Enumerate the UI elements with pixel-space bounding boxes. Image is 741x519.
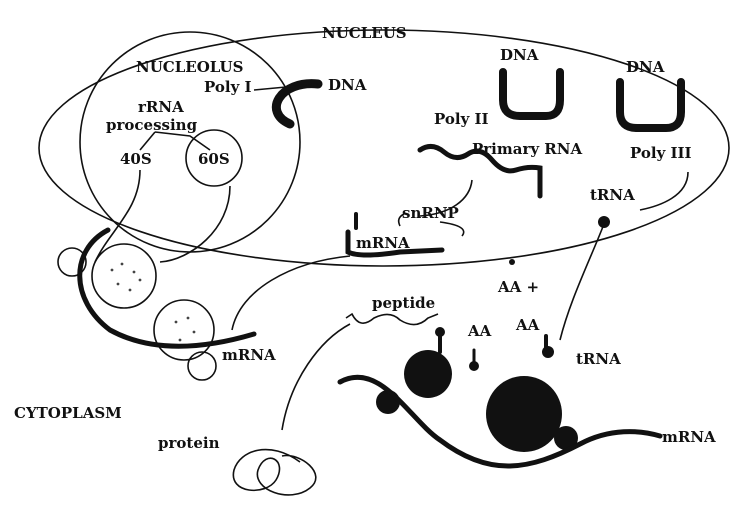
mrna-export-line [232, 256, 350, 330]
trna-dot-nucleus [598, 216, 610, 228]
label-snrnp: snRNP [402, 204, 459, 222]
peptide-to-protein-line [282, 324, 350, 430]
label-dna-2: DNA [500, 46, 539, 64]
label-rrna: rRNA [138, 98, 184, 116]
cyto-mrna-strand-left [80, 230, 254, 346]
processing-branch-2 [155, 132, 210, 150]
label-poly2: Poly II [434, 110, 489, 128]
label-poly1: Poly I [204, 78, 252, 96]
label-aa-1: AA [467, 322, 492, 340]
ribosome-dotted-1 [92, 244, 156, 308]
small-subunit-2 [188, 352, 216, 380]
label-40s: 40S [120, 150, 152, 168]
label-nucleolus: NUCLEOLUS [136, 58, 243, 76]
label-primary-rna: Primary RNA [472, 140, 582, 158]
free-trna-head [542, 346, 554, 358]
ribosome-dotted-2 [154, 300, 214, 360]
protein-coil [233, 450, 315, 495]
label-nucleus: NUCLEUS [322, 24, 407, 42]
dna-u-shape-2 [620, 82, 681, 128]
dna-u-shape-1 [503, 72, 560, 116]
label-cytoplasm: CYTOPLASM [14, 404, 122, 422]
label-processing: processing [106, 116, 198, 134]
ribosome-large-2 [486, 376, 562, 452]
label-dna-3: DNA [626, 58, 665, 76]
label-trna-cyto: tRNA [576, 350, 621, 368]
label-aa-plus: AA + [497, 278, 539, 296]
label-aa-2: AA [515, 316, 540, 334]
label-mrna-cyto: mRNA [222, 346, 276, 364]
label-protein: protein [158, 434, 220, 452]
label-poly3: Poly III [630, 144, 692, 162]
processing-branch-1 [140, 132, 155, 150]
aa-dot-top [509, 259, 515, 265]
label-trna-nucleus: tRNA [590, 186, 635, 204]
label-peptide: peptide [372, 294, 435, 312]
label-dna-poly1: DNA [328, 76, 367, 94]
ribosome-large-1 [404, 350, 452, 398]
peptide-chain [346, 314, 438, 325]
ribosome-texture [111, 263, 196, 342]
label-mrna-nucleus: mRNA [356, 234, 410, 252]
trna-ribosome-head [435, 327, 445, 337]
aa-attach-dot-1 [469, 361, 479, 371]
poly3-trna-line [640, 172, 688, 210]
label-mrna-right: mRNA [662, 428, 716, 446]
trna-nucleus-to-cyto [560, 224, 604, 340]
label-60s: 60S [198, 150, 230, 168]
